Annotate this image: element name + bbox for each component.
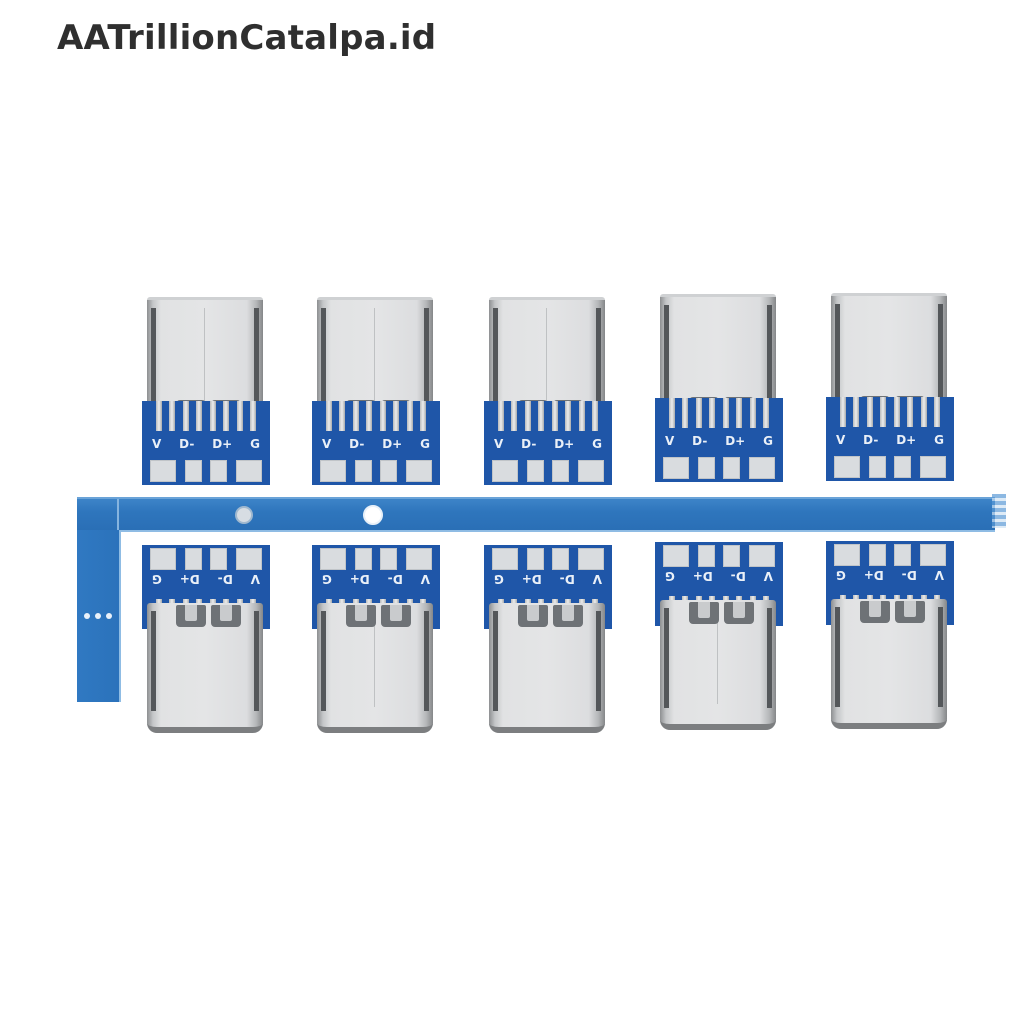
pin-label: G bbox=[250, 437, 260, 451]
panel-rail bbox=[77, 497, 995, 532]
pin-label: V bbox=[836, 433, 846, 447]
pin-label: G bbox=[934, 433, 944, 447]
pin-label: D+ bbox=[349, 572, 370, 586]
pin-label: D+ bbox=[725, 434, 746, 448]
connector-clip bbox=[724, 602, 754, 624]
connector-clip bbox=[895, 601, 925, 623]
usb-c-breakout-board: V D- D+ G V D- D+ G bbox=[655, 294, 783, 730]
pin-label: D- bbox=[349, 437, 365, 451]
connector-clip bbox=[553, 605, 583, 627]
connector-clip bbox=[518, 605, 548, 627]
pin-label: D+ bbox=[212, 437, 233, 451]
pin-label: G bbox=[836, 568, 846, 582]
pin-label: D- bbox=[863, 433, 879, 447]
pcb-top-half: V D- D+ G bbox=[826, 397, 954, 481]
pin-label: V bbox=[592, 572, 602, 586]
pin-label: V bbox=[494, 437, 504, 451]
connector-clip bbox=[176, 605, 206, 627]
usb-c-connector-bottom bbox=[489, 603, 605, 733]
pin-label: D+ bbox=[896, 433, 917, 447]
connector-clip bbox=[346, 605, 376, 627]
pin-label: D- bbox=[692, 434, 708, 448]
pin-label: D- bbox=[179, 437, 195, 451]
pin-label: D- bbox=[901, 568, 917, 582]
pin-label: D+ bbox=[382, 437, 403, 451]
usb-c-connector-bottom bbox=[317, 603, 433, 733]
pin-label: V bbox=[665, 434, 675, 448]
pin-label: G bbox=[152, 572, 162, 586]
pin-label: G bbox=[763, 434, 773, 448]
pin-label: D+ bbox=[521, 572, 542, 586]
rail-seam bbox=[117, 499, 119, 530]
pin-label: D+ bbox=[179, 572, 200, 586]
connector-clip bbox=[211, 605, 241, 627]
usb-c-breakout-board: V D- D+ G V D- D+ G bbox=[312, 297, 440, 733]
pin-label: V bbox=[763, 569, 773, 583]
usb-c-breakout-board: V D- D+ G V D- D+ G bbox=[826, 293, 954, 729]
mounting-hole bbox=[363, 505, 383, 525]
pin-label: D- bbox=[217, 572, 233, 586]
pcb-top-half: V D- D+ G bbox=[142, 401, 270, 485]
mounting-hole bbox=[235, 506, 253, 524]
usb-c-connector-bottom bbox=[831, 599, 947, 729]
tab-vias bbox=[84, 613, 112, 619]
pin-label: V bbox=[152, 437, 162, 451]
connector-clip bbox=[860, 601, 890, 623]
pin-label: D- bbox=[387, 572, 403, 586]
connector-clip bbox=[381, 605, 411, 627]
pin-label: D- bbox=[559, 572, 575, 586]
pin-label: D+ bbox=[554, 437, 575, 451]
pin-label: D+ bbox=[863, 568, 884, 582]
pin-label: V bbox=[322, 437, 332, 451]
pcb-top-half: V D- D+ G bbox=[484, 401, 612, 485]
pin-label: D- bbox=[730, 569, 746, 583]
connector-clip bbox=[689, 602, 719, 624]
usb-c-breakout-board: V D- D+ G V D- D+ G bbox=[142, 297, 270, 733]
usb-c-breakout-board: V D- D+ G V D- D+ G bbox=[484, 297, 612, 733]
pin-label: D- bbox=[521, 437, 537, 451]
pcb-top-half: V D- D+ G bbox=[655, 398, 783, 482]
pin-label: G bbox=[420, 437, 430, 451]
pin-label: V bbox=[420, 572, 430, 586]
pin-label: G bbox=[322, 572, 332, 586]
rail-break-edge bbox=[992, 494, 1006, 528]
pin-label: G bbox=[592, 437, 602, 451]
panel-rail-tab bbox=[77, 530, 121, 702]
usb-c-connector-bottom bbox=[147, 603, 263, 733]
pcb-top-half: V D- D+ G bbox=[312, 401, 440, 485]
pin-label: V bbox=[934, 568, 944, 582]
pin-label: G bbox=[665, 569, 675, 583]
usb-c-connector-bottom bbox=[660, 600, 776, 730]
store-watermark: AATrillionCatalpa.id bbox=[57, 18, 437, 58]
pin-label: D+ bbox=[692, 569, 713, 583]
pin-label: G bbox=[494, 572, 504, 586]
pin-label: V bbox=[250, 572, 260, 586]
